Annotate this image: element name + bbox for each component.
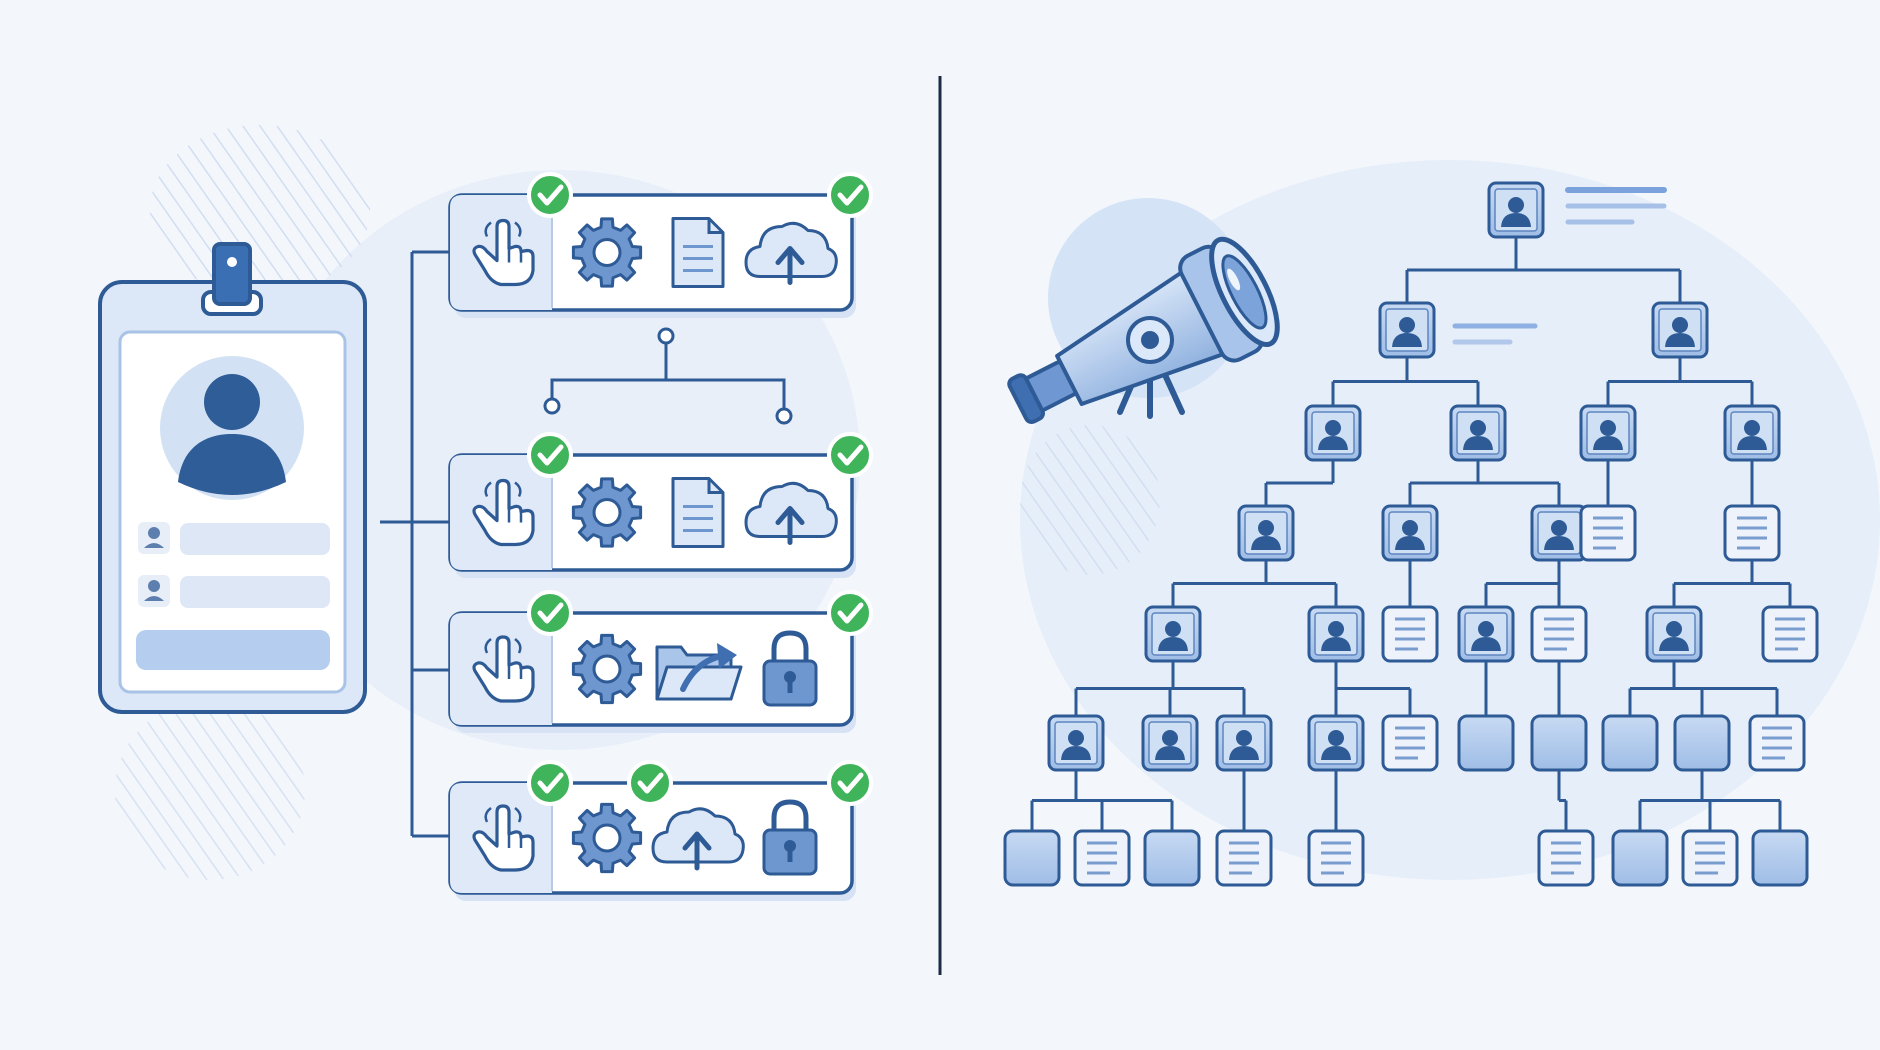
user-node-icon: [1237, 504, 1295, 562]
check-badge-icon: [827, 172, 873, 218]
user-node-icon: [1381, 504, 1439, 562]
pointer-hand-icon: [472, 804, 535, 872]
cloud-upload-icon: [744, 481, 838, 545]
folder-share-icon: [655, 643, 743, 701]
check-badge-icon: [827, 760, 873, 806]
hierarchy-edge: [1074, 661, 1246, 716]
gear-icon: [571, 633, 643, 705]
user-node-icon: [1651, 301, 1709, 359]
check-badge-icon: [527, 760, 573, 806]
document-node-icon: [1761, 605, 1819, 663]
branch-fork: [543, 327, 793, 425]
user-avatar-icon: [160, 356, 304, 500]
check-badge-icon: [527, 172, 573, 218]
id-badge: [98, 242, 367, 714]
user-node-icon: [1141, 714, 1199, 772]
hierarchy-edge: [1672, 560, 1792, 607]
gear-icon: [571, 217, 643, 288]
user-node-icon: [1723, 404, 1781, 462]
document-node-icon: [1381, 605, 1439, 663]
user-node-icon: [1215, 714, 1273, 772]
blank-node: [1530, 714, 1588, 772]
hierarchy-edge: [1606, 357, 1754, 406]
pointer-hand-icon: [472, 218, 535, 287]
hierarchy-edge: [1331, 357, 1480, 406]
document-node-icon: [1215, 829, 1273, 887]
gear-icon: [571, 802, 643, 874]
hierarchy-edge: [1628, 661, 1779, 716]
check-badge-icon: [527, 432, 573, 478]
hierarchy-edge: [1264, 460, 1335, 506]
permission-row: [448, 760, 873, 901]
user-node-icon: [1047, 714, 1105, 772]
document-node-icon: [1073, 829, 1131, 887]
blank-node: [1003, 829, 1061, 887]
hatch-decor-top: [150, 125, 370, 295]
badge-clip: [212, 242, 252, 306]
blank-node: [1143, 829, 1201, 887]
blank-node: [1611, 829, 1669, 887]
permission-row: [448, 172, 873, 318]
permission-row: [448, 432, 873, 578]
user-node-icon: [1144, 605, 1202, 663]
telescope-icon: [1007, 198, 1280, 425]
hatch-decor-bottom: [115, 700, 305, 880]
padlock-icon: [762, 630, 818, 707]
pointer-hand-icon: [472, 635, 535, 703]
padlock-icon: [762, 799, 818, 876]
hierarchy-edge: [1171, 560, 1338, 607]
user-node-icon: [1307, 714, 1365, 772]
badge-action-bar: [136, 630, 330, 670]
user-node-icon: [1645, 605, 1703, 663]
document-node-icon: [1579, 504, 1637, 562]
hierarchy-text-lines: [1452, 187, 1667, 345]
document-node-icon: [1681, 829, 1739, 887]
document-icon: [671, 217, 725, 288]
gear-icon: [571, 477, 643, 548]
blank-node: [1601, 714, 1659, 772]
blank-node: [1673, 714, 1731, 772]
document-node-icon: [1723, 504, 1781, 562]
blank-node: [1751, 829, 1809, 887]
document-icon: [671, 477, 725, 548]
hierarchy-edge: [1405, 237, 1682, 303]
permission-rows: [448, 172, 873, 901]
badge-connectors: [380, 250, 450, 838]
document-node-icon: [1748, 714, 1806, 772]
hierarchy-edges: [1030, 237, 1792, 831]
user-node-icon: [1307, 605, 1365, 663]
hatch-decor-right: [1020, 425, 1160, 575]
pointer-hand-icon: [472, 478, 535, 547]
cloud-upload-icon: [651, 807, 745, 871]
hierarchy-edge: [1030, 770, 1174, 831]
user-node-icon: [1487, 181, 1545, 239]
hierarchy-edge: [1408, 460, 1561, 506]
user-node-icon: [1457, 605, 1515, 663]
hierarchy-edge: [1484, 560, 1561, 607]
blank-node: [1457, 714, 1515, 772]
user-node-icon: [1378, 301, 1436, 359]
hierarchy-edge: [1557, 770, 1568, 831]
document-node-icon: [1530, 605, 1588, 663]
document-node-icon: [1537, 829, 1595, 887]
document-node-icon: [1307, 829, 1365, 887]
badge-clip-hole: [227, 257, 237, 267]
hierarchy-nodes: [1003, 181, 1819, 887]
user-node-icon: [1530, 504, 1588, 562]
badge-field-2: [138, 575, 330, 608]
check-badge-icon: [827, 432, 873, 478]
hierarchy-edge: [1638, 770, 1782, 831]
user-node-icon: [1449, 404, 1507, 462]
check-badge-icon: [627, 760, 673, 806]
badge-field-1: [138, 522, 330, 555]
check-badge-icon: [527, 590, 573, 636]
document-node-icon: [1381, 714, 1439, 772]
permission-row: [448, 590, 873, 733]
user-node-icon: [1304, 404, 1362, 462]
check-badge-icon: [827, 590, 873, 636]
user-node-icon: [1579, 404, 1637, 462]
hierarchy-edge: [1334, 661, 1412, 716]
cloud-upload-icon: [744, 221, 838, 285]
